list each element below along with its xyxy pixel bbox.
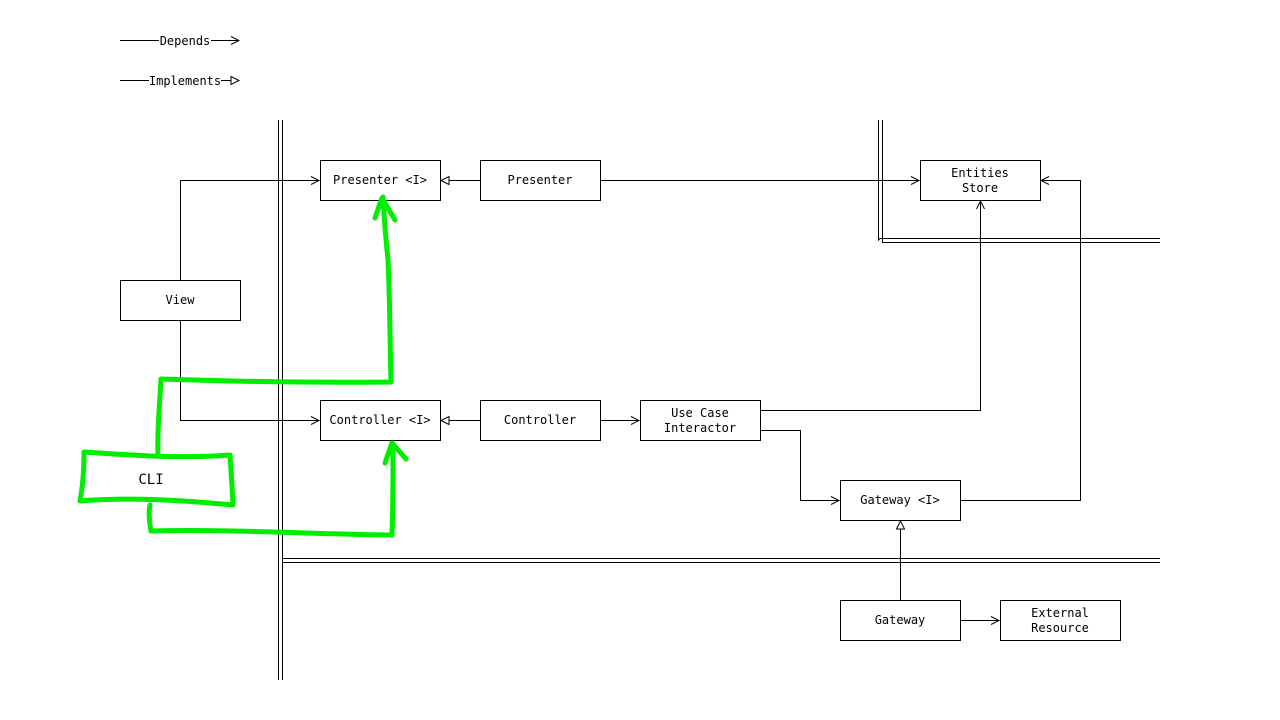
node-use-case-interactor[interactable]: Use Case Interactor: [640, 400, 761, 441]
cli-box-stroke: [77, 449, 236, 508]
node-gateway-interface-label: Gateway <I>: [860, 493, 939, 507]
node-controller-interface-box: [320, 400, 441, 441]
cli-annotation: CLI: [77, 194, 409, 538]
node-view-box: [120, 280, 241, 321]
edge-use-case-to-entities-store: [760, 201, 981, 411]
node-external-resource-box: [1000, 600, 1121, 641]
node-gateway-label: Gateway: [875, 613, 926, 627]
legend-implements-label: Implements: [149, 74, 221, 88]
node-external-resource-label-line1: External: [1031, 606, 1089, 620]
node-use-case-interactor-box: [640, 400, 761, 441]
node-presenter-box: [480, 160, 601, 201]
cli-to-presenter-interface-arrowhead: [372, 195, 398, 223]
node-controller-interface-label: Controller <I>: [329, 413, 430, 427]
node-gateway-box: [840, 600, 961, 641]
node-use-case-interactor-label-line1: Use Case: [671, 406, 729, 420]
legend-depends: Depends: [120, 34, 239, 48]
node-entities-store-box: [920, 160, 1041, 201]
node-entities-store[interactable]: Entities Store: [920, 160, 1041, 201]
node-gateway-interface-box: [840, 480, 961, 521]
node-view-label: View: [166, 293, 196, 307]
node-controller-interface[interactable]: Controller <I>: [320, 400, 441, 441]
cli-to-controller-interface-arrowhead: [382, 440, 409, 466]
layer-boundaries: [278, 120, 1160, 680]
legend-depends-label: Depends: [160, 34, 211, 48]
node-gateway[interactable]: Gateway: [840, 600, 961, 641]
node-presenter[interactable]: Presenter: [480, 160, 601, 201]
edge-use-case-to-gateway-interface: [760, 430, 839, 501]
cli-label: CLI: [138, 472, 163, 488]
node-controller-box: [480, 400, 601, 441]
edge-view-to-presenter-interface: [180, 181, 320, 280]
node-controller-label: Controller: [504, 413, 576, 427]
node-use-case-interactor-label-line2: Interactor: [664, 421, 736, 435]
edge-gateway-interface-to-entities-store: [960, 181, 1081, 501]
edge-view-to-controller-interface: [180, 320, 320, 421]
boundary-core-b: [882, 120, 1160, 243]
legend-implements: Implements: [120, 74, 241, 88]
node-gateway-interface[interactable]: Gateway <I>: [840, 480, 961, 521]
node-controller[interactable]: Controller: [480, 400, 601, 441]
node-presenter-interface[interactable]: Presenter <I>: [320, 160, 441, 201]
legend: Depends Implements: [120, 34, 241, 88]
cli-to-presenter-interface-stroke: [155, 194, 394, 456]
node-presenter-label: Presenter: [507, 173, 572, 187]
node-presenter-interface-label: Presenter <I>: [333, 173, 427, 187]
node-view[interactable]: View: [120, 280, 241, 321]
node-external-resource-label-line2: Resource: [1031, 621, 1089, 635]
cli-to-controller-interface-stroke: [146, 442, 396, 538]
node-entities-store-label-line2: Store: [962, 181, 998, 195]
node-external-resource[interactable]: External Resource: [1000, 600, 1121, 641]
connectors: [180, 175, 1081, 621]
node-entities-store-label-line1: Entities: [951, 166, 1009, 180]
